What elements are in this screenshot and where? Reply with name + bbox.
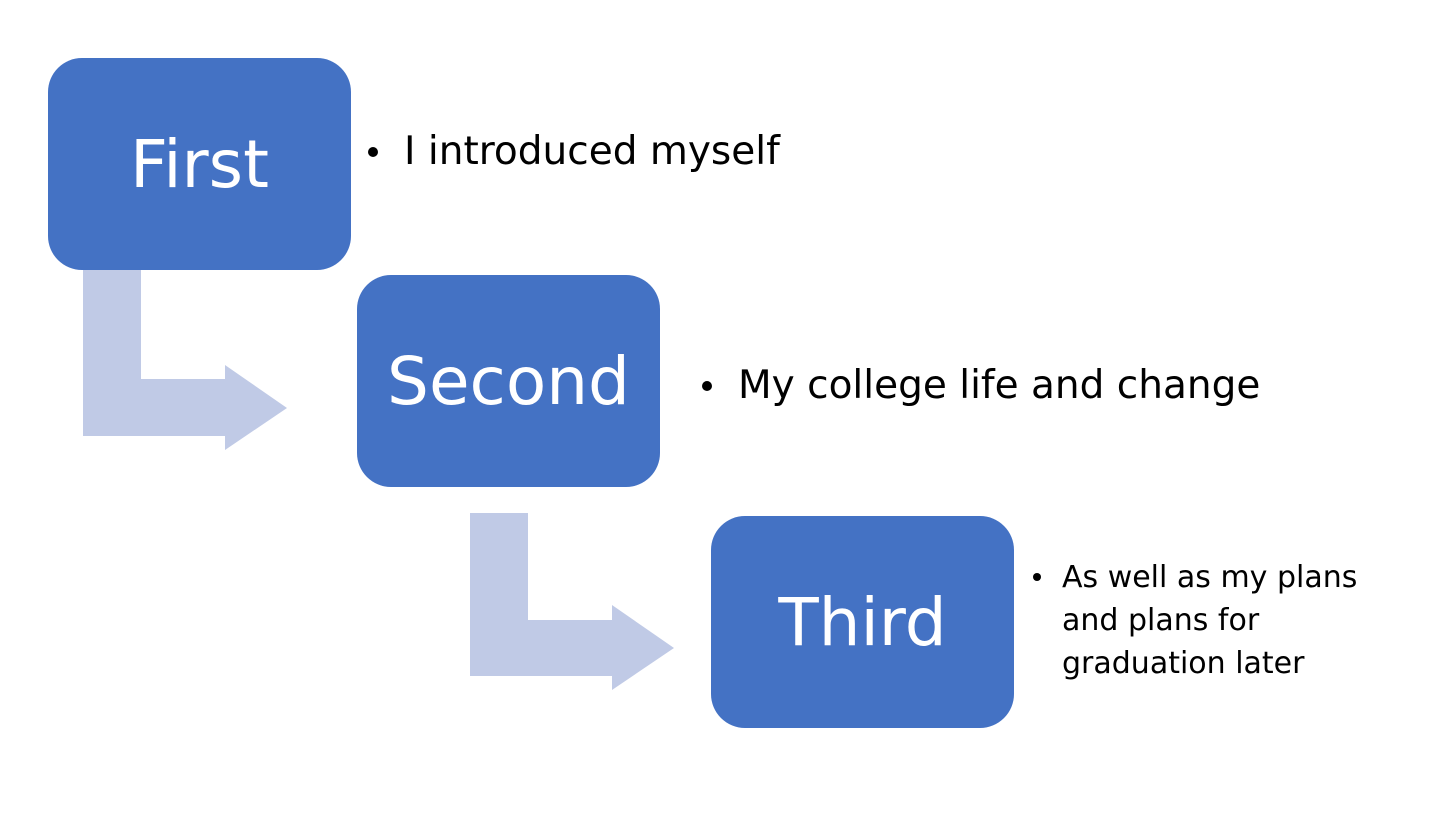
step-description-second: My college life and change	[702, 362, 1260, 410]
bullet-item: As well as my plans and plans for gradua…	[1033, 556, 1393, 685]
step-box-first: First	[48, 58, 351, 270]
step-label-first: First	[130, 125, 269, 203]
step-label-third: Third	[778, 583, 947, 661]
step-label-second: Second	[387, 342, 630, 420]
bent-arrow-first-to-second	[83, 270, 287, 450]
bent-arrow-second-to-third	[470, 513, 674, 690]
step-description-third: As well as my plans and plans for gradua…	[1033, 556, 1393, 685]
step-description-first: I introduced myself	[368, 128, 780, 176]
step-box-third: Third	[711, 516, 1014, 728]
step-box-second: Second	[357, 275, 660, 487]
bullet-item: I introduced myself	[368, 128, 780, 176]
bullet-item: My college life and change	[702, 362, 1260, 410]
